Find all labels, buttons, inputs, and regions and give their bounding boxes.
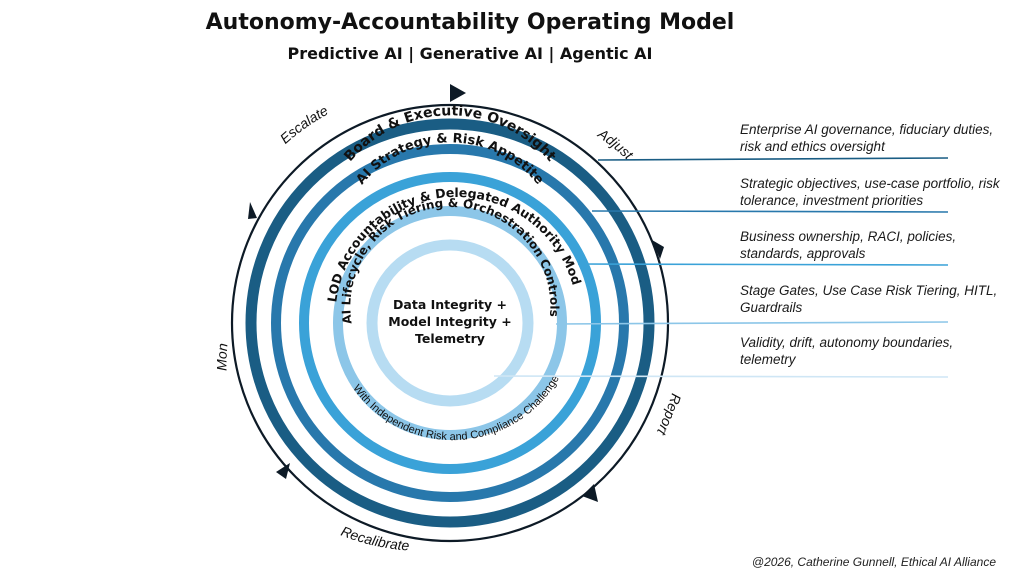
leader-line-strategy (591, 210, 949, 213)
cycle-label-escalate: Escalate (277, 102, 331, 147)
leader-line-board (597, 157, 949, 161)
leader-line-lifecycle (555, 321, 949, 325)
description-strategy: Strategic objectives, use-case portfolio… (740, 176, 1000, 208)
leader-line-1lod (577, 263, 949, 266)
description-1lod: Business ownership, RACI, policies, stan… (740, 229, 957, 261)
arrowhead-left-upper (248, 202, 257, 219)
arrowhead-right-upper (652, 240, 664, 259)
ring-lifecycle-controls (333, 206, 567, 440)
core-line-1: Data Integrity + (393, 297, 507, 312)
page-title: Autonomy-Accountability Operating Model (205, 10, 735, 35)
leader-line-core (493, 375, 949, 378)
core-line-3: Telemetry (415, 331, 485, 346)
challenge-label: With Independent Risk and Compliance Cha… (350, 373, 561, 443)
cycle-label-adjust: Adjust (594, 125, 637, 164)
page-subtitle: Predictive AI | Generative AI | Agentic … (287, 44, 653, 63)
cycle-label-report: Report (654, 392, 685, 439)
description-board: Enterprise AI governance, fiduciary duti… (740, 122, 994, 154)
description-lifecycle: Stage Gates, Use Case Risk Tiering, HITL… (740, 283, 998, 315)
ring-core-integrity (366, 239, 534, 407)
description-core: Validity, drift, autonomy boundaries, te… (740, 335, 954, 367)
arrowhead-top (450, 84, 466, 102)
core-line-2: Model Integrity + (388, 314, 511, 329)
arrowhead-right-lower (582, 484, 598, 502)
arrowhead-left-lower (276, 463, 290, 479)
copyright-notice: @2026, Catherine Gunnell, Ethical AI All… (751, 555, 996, 569)
